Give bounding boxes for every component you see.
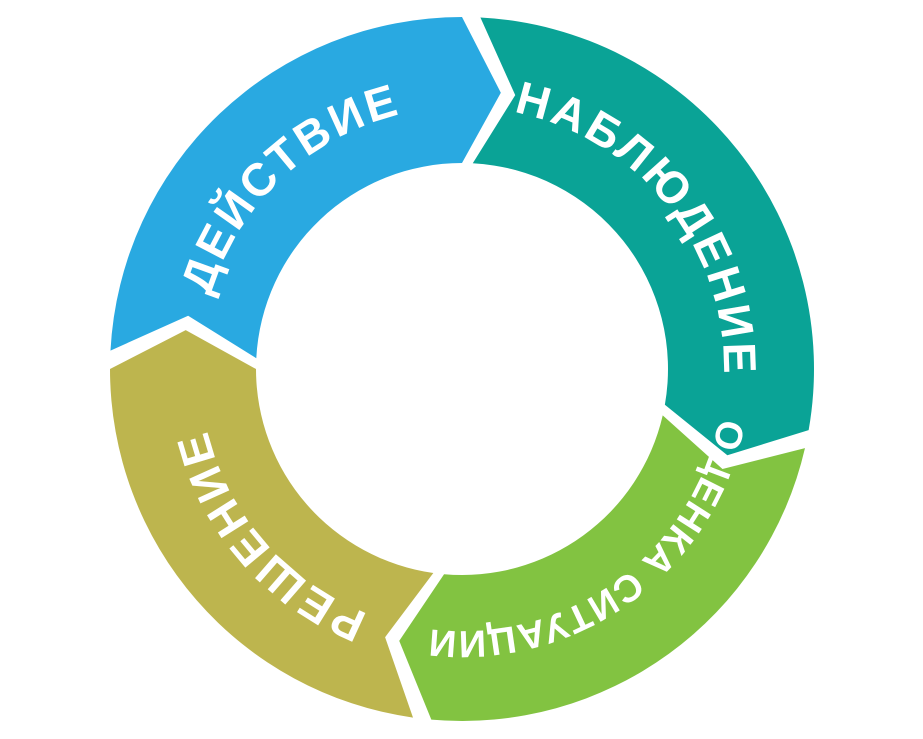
segment-decision-arc — [110, 330, 434, 718]
segment-action-arc — [110, 17, 501, 359]
segment-situation-assessment-arc — [399, 415, 805, 721]
segment-observation-arc — [472, 17, 814, 456]
